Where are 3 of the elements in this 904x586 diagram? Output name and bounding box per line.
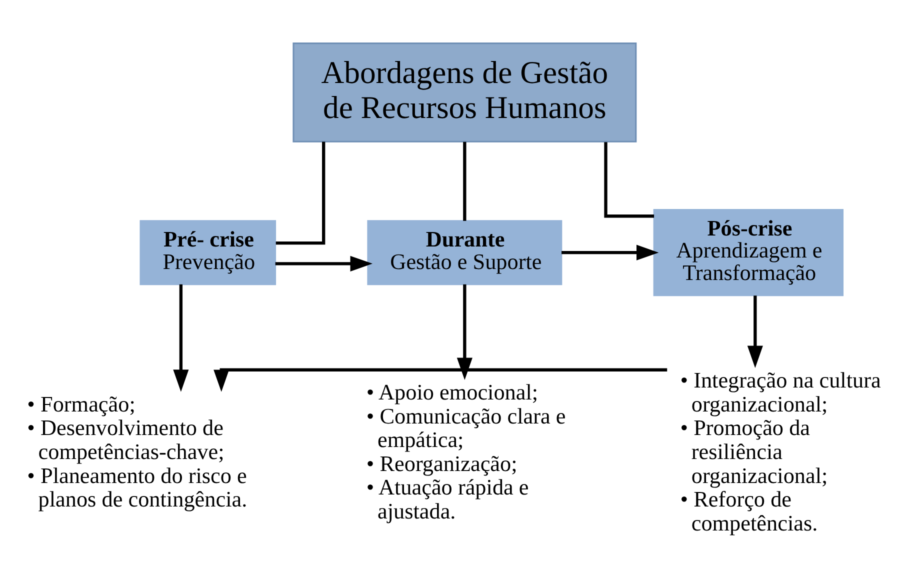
node-text: • Formação; • Desenvolvimento de competências-chave; • Planeamento do risco e planos de contingência. — [27, 391, 248, 512]
node-text: • Integração na cultura organizacional; • Promoção da resiliência organizacional; • Reforço de competências. — [680, 368, 881, 536]
node-text: • Apoio emocional; • Comunicação clara e empática; • Reorganização; • Atuação rápida e ajustada. — [366, 380, 566, 524]
